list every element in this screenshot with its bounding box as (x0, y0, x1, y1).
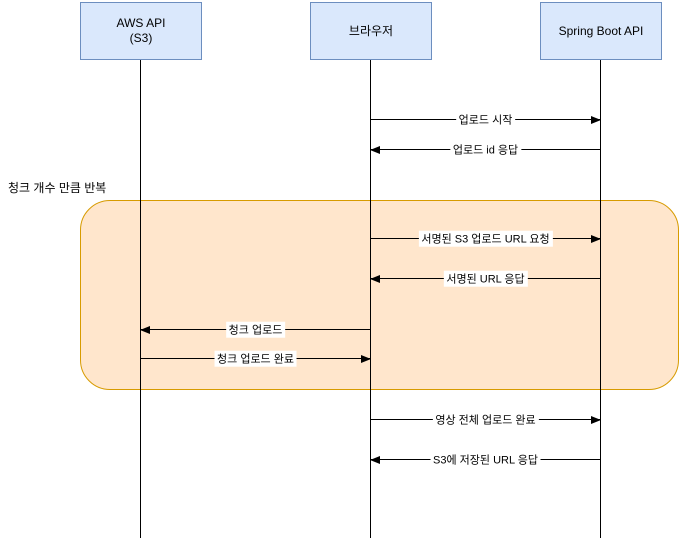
actor-browser-label: 브라우저 (348, 23, 394, 38)
message-label: 청크 업로드 완료 (214, 350, 297, 367)
arrowhead-left-icon (140, 326, 150, 334)
message-upload-id-response: 업로드 id 응답 (370, 141, 600, 158)
arrowhead-left-icon (370, 275, 380, 283)
actor-aws-api: AWS API (S3) (80, 2, 202, 60)
message-label: S3에 저장된 URL 응답 (430, 451, 541, 468)
message-s3-stored-url-response: S3에 저장된 URL 응답 (370, 451, 600, 468)
actor-spring-boot-api-label: Spring Boot API (558, 23, 644, 38)
message-label: 영상 전체 업로드 완료 (432, 411, 539, 428)
message-label: 서명된 URL 응답 (443, 270, 528, 287)
arrowhead-right-icon (361, 355, 371, 363)
lifeline-aws-api (140, 60, 141, 538)
arrowhead-right-icon (591, 416, 601, 424)
message-chunk-upload-complete: 청크 업로드 완료 (141, 350, 371, 367)
message-label: 청크 업로드 (225, 321, 286, 338)
loop-fragment (80, 200, 679, 390)
message-label: 서명된 S3 업로드 URL 요청 (418, 230, 553, 247)
actor-aws-api-label: AWS API (116, 16, 166, 30)
message-signed-url-response: 서명된 URL 응답 (370, 270, 600, 287)
message-label: 업로드 id 응답 (449, 141, 522, 158)
actor-spring-boot-api: Spring Boot API (540, 2, 662, 60)
actor-browser: 브라우저 (310, 2, 432, 60)
message-chunk-upload: 청크 업로드 (140, 321, 370, 338)
arrowhead-right-icon (591, 235, 601, 243)
arrowhead-left-icon (370, 146, 380, 154)
lifeline-spring-boot-api (600, 60, 601, 538)
message-upload-start: 업로드 시작 (371, 111, 601, 128)
actor-aws-api-sublabel: (S3) (129, 31, 153, 45)
arrowhead-left-icon (370, 456, 380, 464)
message-signed-s3-upload-url-request: 서명된 S3 업로드 URL 요청 (371, 230, 601, 247)
lifeline-browser (370, 60, 371, 538)
arrowhead-right-icon (591, 116, 601, 124)
message-label: 업로드 시작 (455, 111, 516, 128)
message-video-full-upload-complete: 영상 전체 업로드 완료 (371, 411, 601, 428)
loop-label: 청크 개수 만큼 반복 (8, 181, 107, 195)
